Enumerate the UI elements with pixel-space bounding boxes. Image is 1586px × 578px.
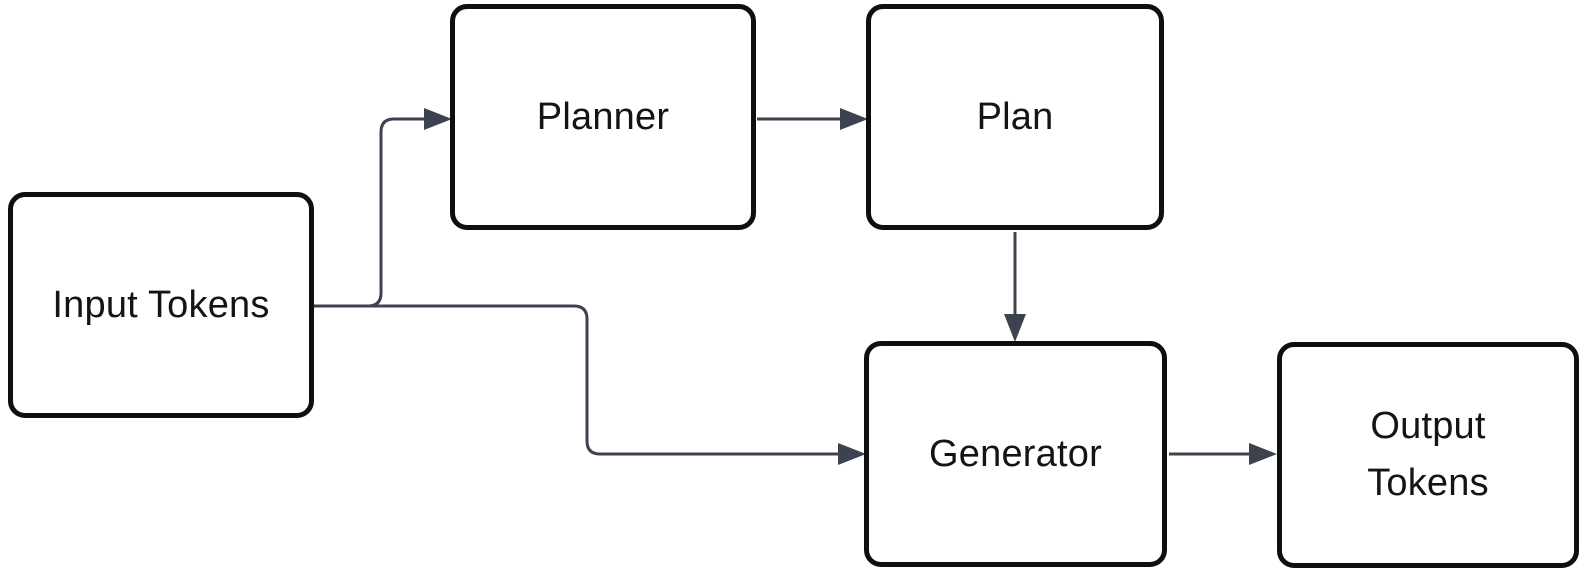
edge-plan-to-generator [1004, 232, 1026, 342]
arrowhead [424, 108, 452, 130]
node-input-tokens: Input Tokens [8, 192, 314, 418]
arrowhead [1004, 314, 1026, 342]
arrowhead [838, 443, 866, 465]
node-label: Generator [929, 432, 1102, 475]
node-output-tokens: Output Tokens [1277, 342, 1579, 568]
edge-generator-to-output-tokens [1169, 443, 1277, 465]
node-label: Input Tokens [52, 283, 270, 326]
node-label: Planner [536, 95, 670, 138]
arrowhead [840, 108, 868, 130]
edge-planner-to-plan [757, 108, 868, 130]
node-plan: Plan [866, 4, 1164, 230]
node-planner: Planner [450, 4, 756, 230]
node-generator: Generator [864, 341, 1167, 567]
edge-input-tokens-to-planner [314, 108, 452, 308]
arrowhead [1249, 443, 1277, 465]
edge-input-tokens-to-generator [314, 304, 866, 465]
node-label: Output Tokens [1367, 405, 1489, 504]
node-label: Plan [976, 95, 1054, 138]
